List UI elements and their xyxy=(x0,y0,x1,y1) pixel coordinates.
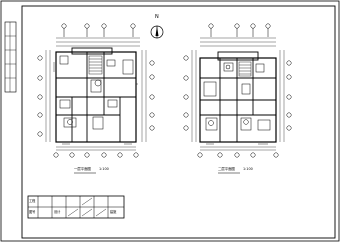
inner-border xyxy=(21,5,336,239)
second-floor-plan-scale: 1:100 xyxy=(243,167,253,171)
title-block-cell: 建施 xyxy=(110,210,117,214)
north-arrow-icon xyxy=(150,25,164,39)
first-floor-plan-scale: 1:100 xyxy=(99,167,109,171)
title-block-cell: 设计 xyxy=(54,210,61,214)
first-floor-plan xyxy=(37,23,155,174)
first-floor-plan-title: 一层平面图 xyxy=(74,167,91,171)
second-floor-plan-title: 二层平面图 xyxy=(218,167,235,171)
title-block xyxy=(27,195,125,219)
title-block-cell: 工程 xyxy=(29,199,36,203)
north-label: N xyxy=(155,14,159,20)
title-block-cell: 图号 xyxy=(29,210,36,214)
second-floor-plan xyxy=(183,23,292,174)
binding-strip xyxy=(4,21,17,93)
